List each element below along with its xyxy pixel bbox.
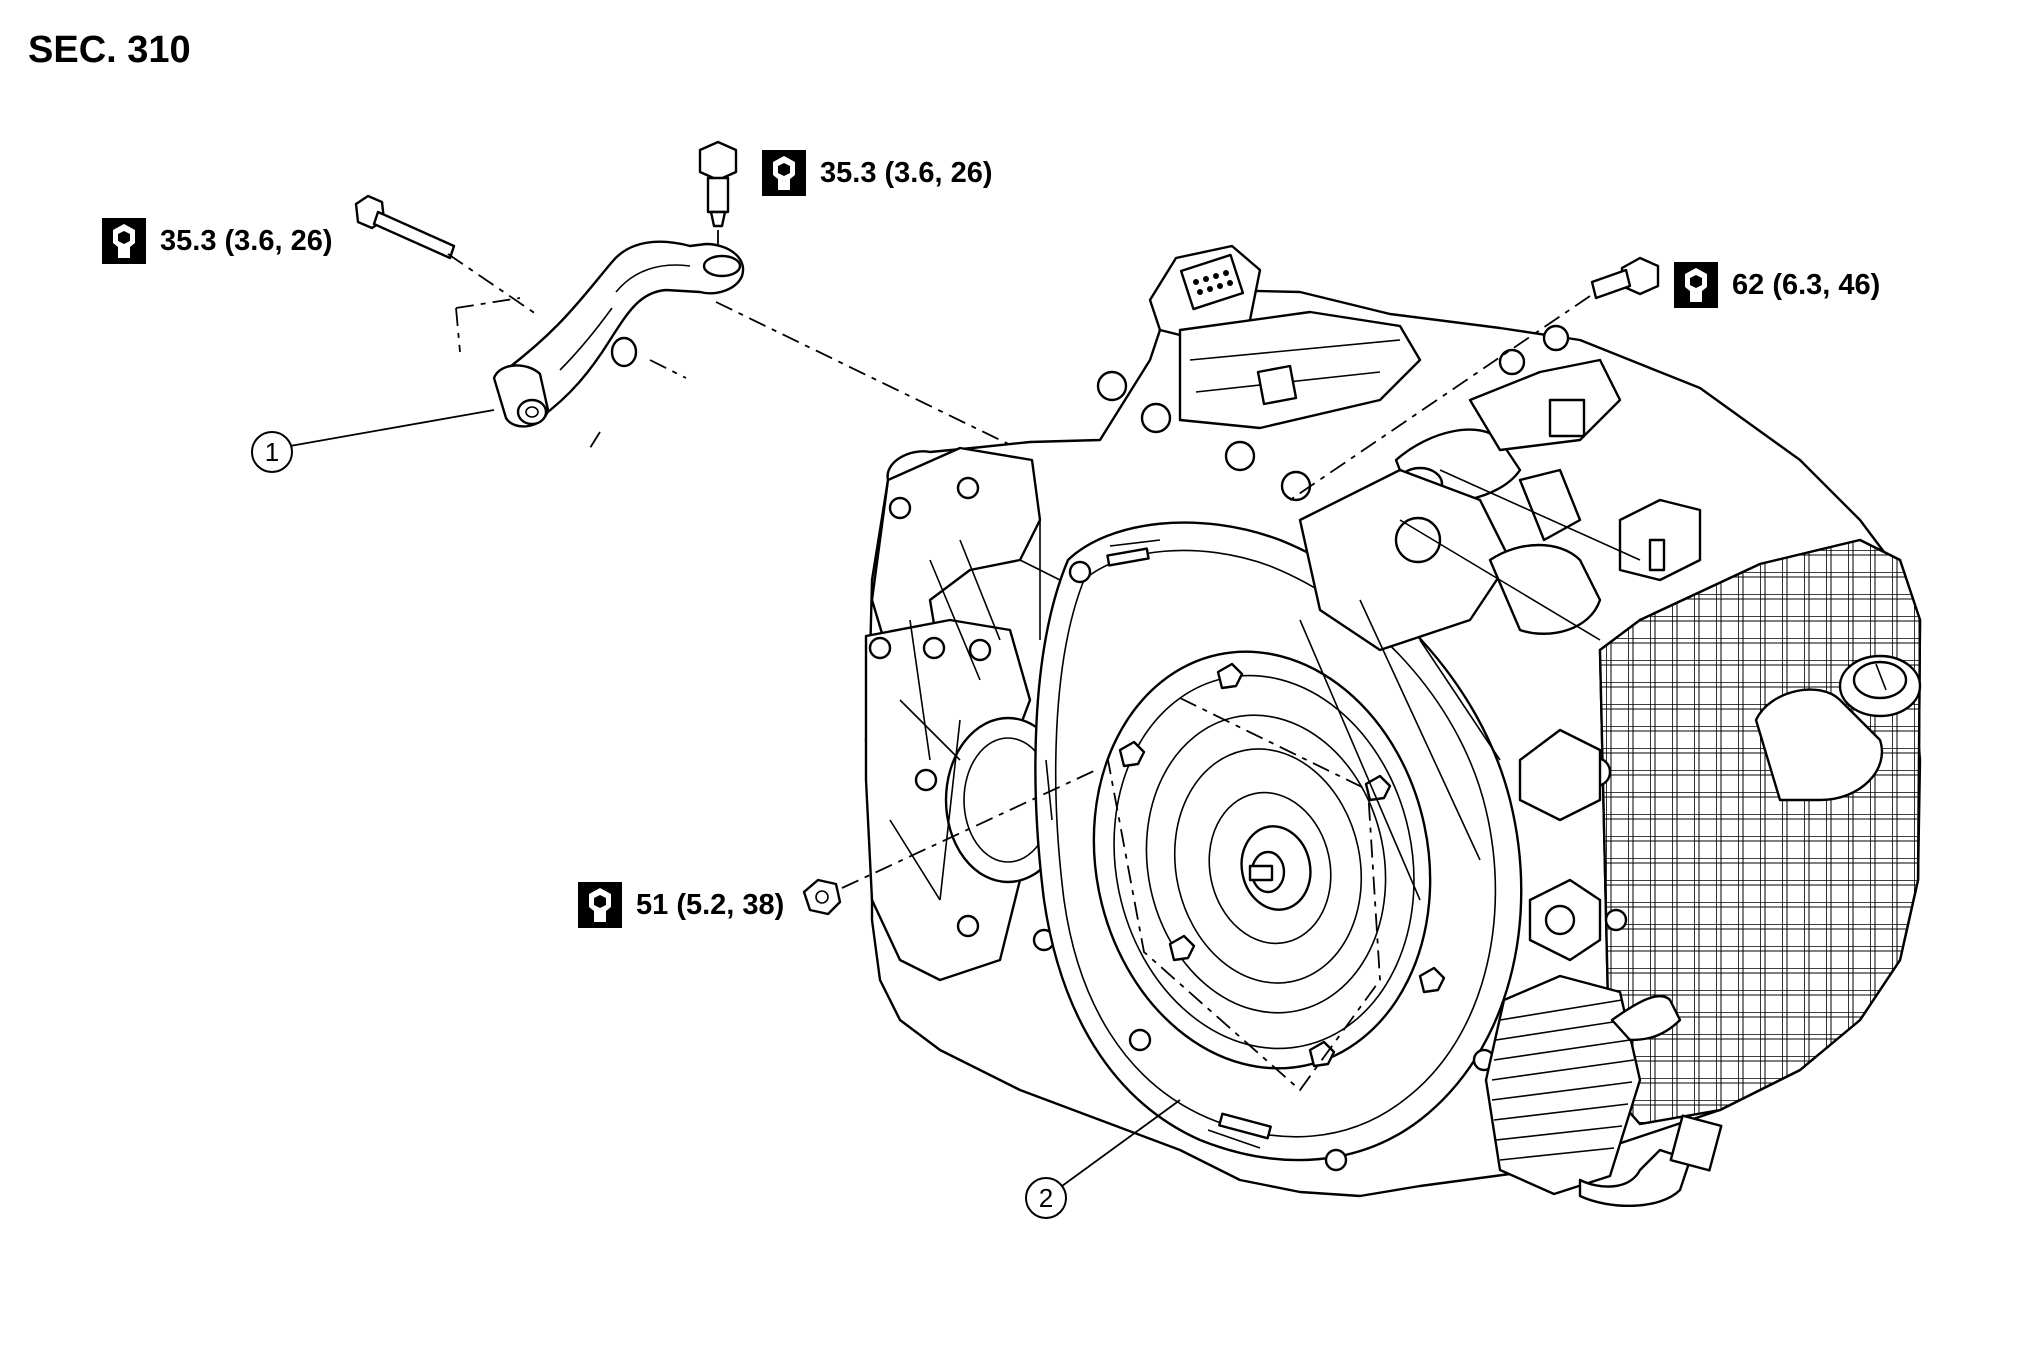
torque-wrench-icon [102,218,146,264]
callout-number: 2 [1039,1183,1053,1213]
housing-flange [864,446,1072,982]
torque-value: 35.3 (3.6, 26) [160,225,333,257]
bracket-long-bolt [354,194,456,260]
torque-label-top-bolt: 35.3 (3.6, 26) [762,150,993,196]
torque-wrench-icon [1674,262,1718,308]
flange-nut [802,769,1097,916]
torque-wrench-icon [578,882,622,928]
connector-housing [1148,244,1262,342]
torque-value: 51 (5.2, 38) [636,889,784,921]
bracket-top-bolt [698,140,738,228]
oil-cooler [1484,974,1723,1208]
torque-value: 62 (6.3, 46) [1732,269,1880,301]
section-title: SEC. 310 [28,29,191,71]
callout-1: 1 [251,409,495,473]
cvt-transaxle-assembly [864,244,1922,1208]
torque-converter [1092,650,1446,1092]
rear-mounting-bracket [354,140,1067,520]
oil-pan [1598,538,1922,1126]
torque-label-nut: 51 (5.2, 38) [578,882,784,928]
torque-label-bracket-bolt: 35.3 (3.6, 26) [102,218,333,264]
transaxle-side-bolt [1590,256,1660,300]
torque-value: 35.3 (3.6, 26) [820,157,993,189]
callout-number: 1 [265,437,279,467]
torque-wrench-icon [762,150,806,196]
torque-label-transaxle-bolt: 62 (6.3, 46) [1674,262,1880,308]
callout-2: 2 [1025,1099,1181,1219]
case-details [1298,468,1702,962]
